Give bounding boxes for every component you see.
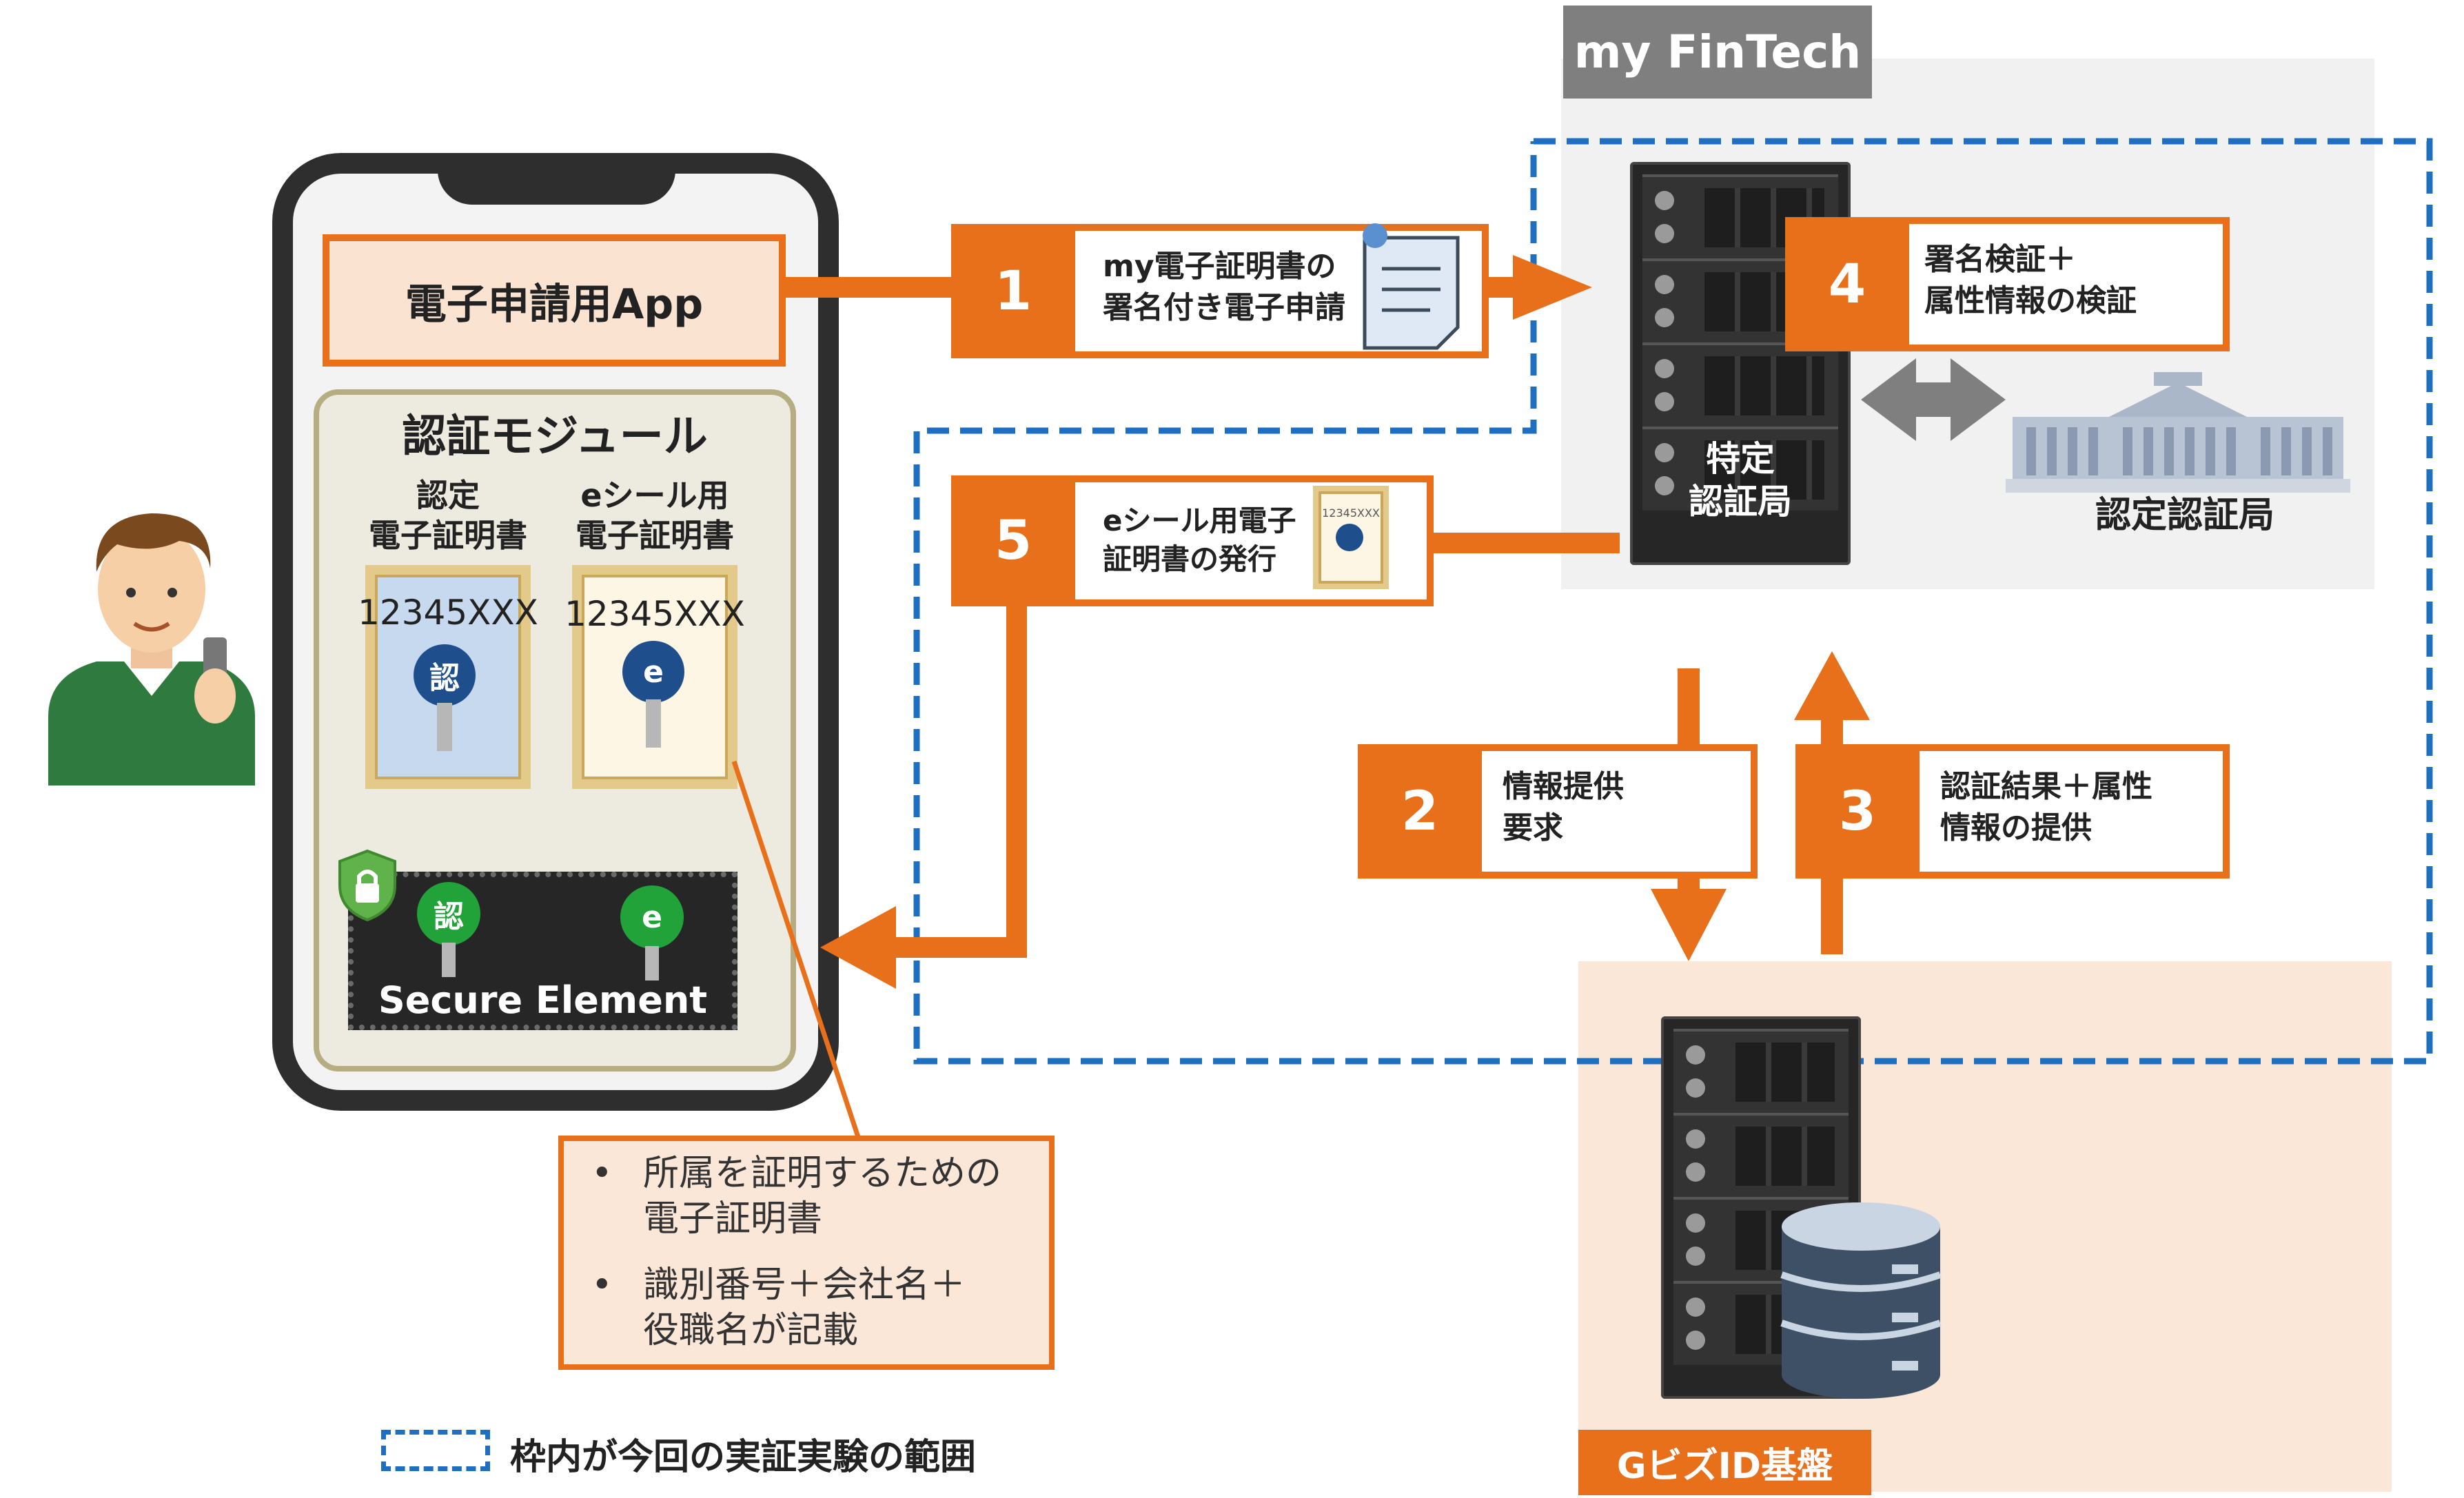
cert-left-number: 12345XXX <box>358 593 538 633</box>
step-3-number: 3 <box>1838 780 1877 843</box>
step-5-number: 5 <box>994 510 1032 572</box>
cert-right-title: eシール用 電子証明書 <box>576 477 734 554</box>
step-1-number: 1 <box>994 260 1032 322</box>
se-key-right-shaft <box>645 946 659 981</box>
step-5-cert-number: 12345XXX <box>1322 506 1380 520</box>
step-4-number-box <box>1785 217 1909 351</box>
cert-key-shaft <box>437 703 452 751</box>
person-illustration <box>48 513 255 786</box>
accredited-ca-label: 認定認証局 <box>2095 495 2274 536</box>
specific-ca-label: 特定 認証局 <box>1689 439 1792 522</box>
eseal-key-icon: e <box>622 641 684 703</box>
secure-element-label: Secure Element <box>378 978 708 1022</box>
step-2-label: 情報提供 要求 <box>1475 744 1758 879</box>
callout-box: • 所属を証明するための 電子証明書 • 識別番号＋会社名＋ 役職名が記載 <box>558 1136 1055 1370</box>
legend-text: 枠内が今回の実証実験の範囲 <box>510 1437 977 1478</box>
my-fintech-label: my FinTech <box>1563 6 1872 99</box>
cert-right-number: 12345XXX <box>564 594 745 634</box>
cert-left-title: 認定 電子証明書 <box>369 477 527 554</box>
eseal-key-shaft <box>646 699 661 748</box>
step-5-key-icon <box>1336 524 1363 551</box>
step-4-label: 署名検証＋ 属性情報の検証 <box>1902 217 2230 351</box>
document-icon <box>1363 223 1460 350</box>
step-2-number: 2 <box>1401 780 1439 843</box>
step-3-label: 認証結果＋属性 情報の提供 <box>1913 744 2230 879</box>
step-2-number-box <box>1358 744 1482 879</box>
legend-dashed-swatch <box>381 1430 490 1471</box>
gbiz-label: GビズID基盤 <box>1578 1430 1871 1495</box>
database-icon <box>1780 1202 1942 1399</box>
se-key-left-icon: 認 <box>417 882 480 945</box>
phone-notch <box>438 153 675 205</box>
government-building-icon <box>2006 372 2350 493</box>
step-1-number-box <box>951 224 1075 358</box>
cert-key-icon: 認 <box>414 644 476 706</box>
se-key-left-shaft <box>442 943 456 977</box>
step-3-number-box <box>1795 744 1920 879</box>
step-4-number: 4 <box>1828 253 1866 316</box>
shield-lock-icon <box>338 849 396 922</box>
auth-module-title: 認証モジュール <box>402 411 708 462</box>
se-key-right-icon: e <box>620 885 684 949</box>
app-label-box: 電子申請用App <box>323 234 786 367</box>
step-5-number-box <box>951 475 1075 606</box>
